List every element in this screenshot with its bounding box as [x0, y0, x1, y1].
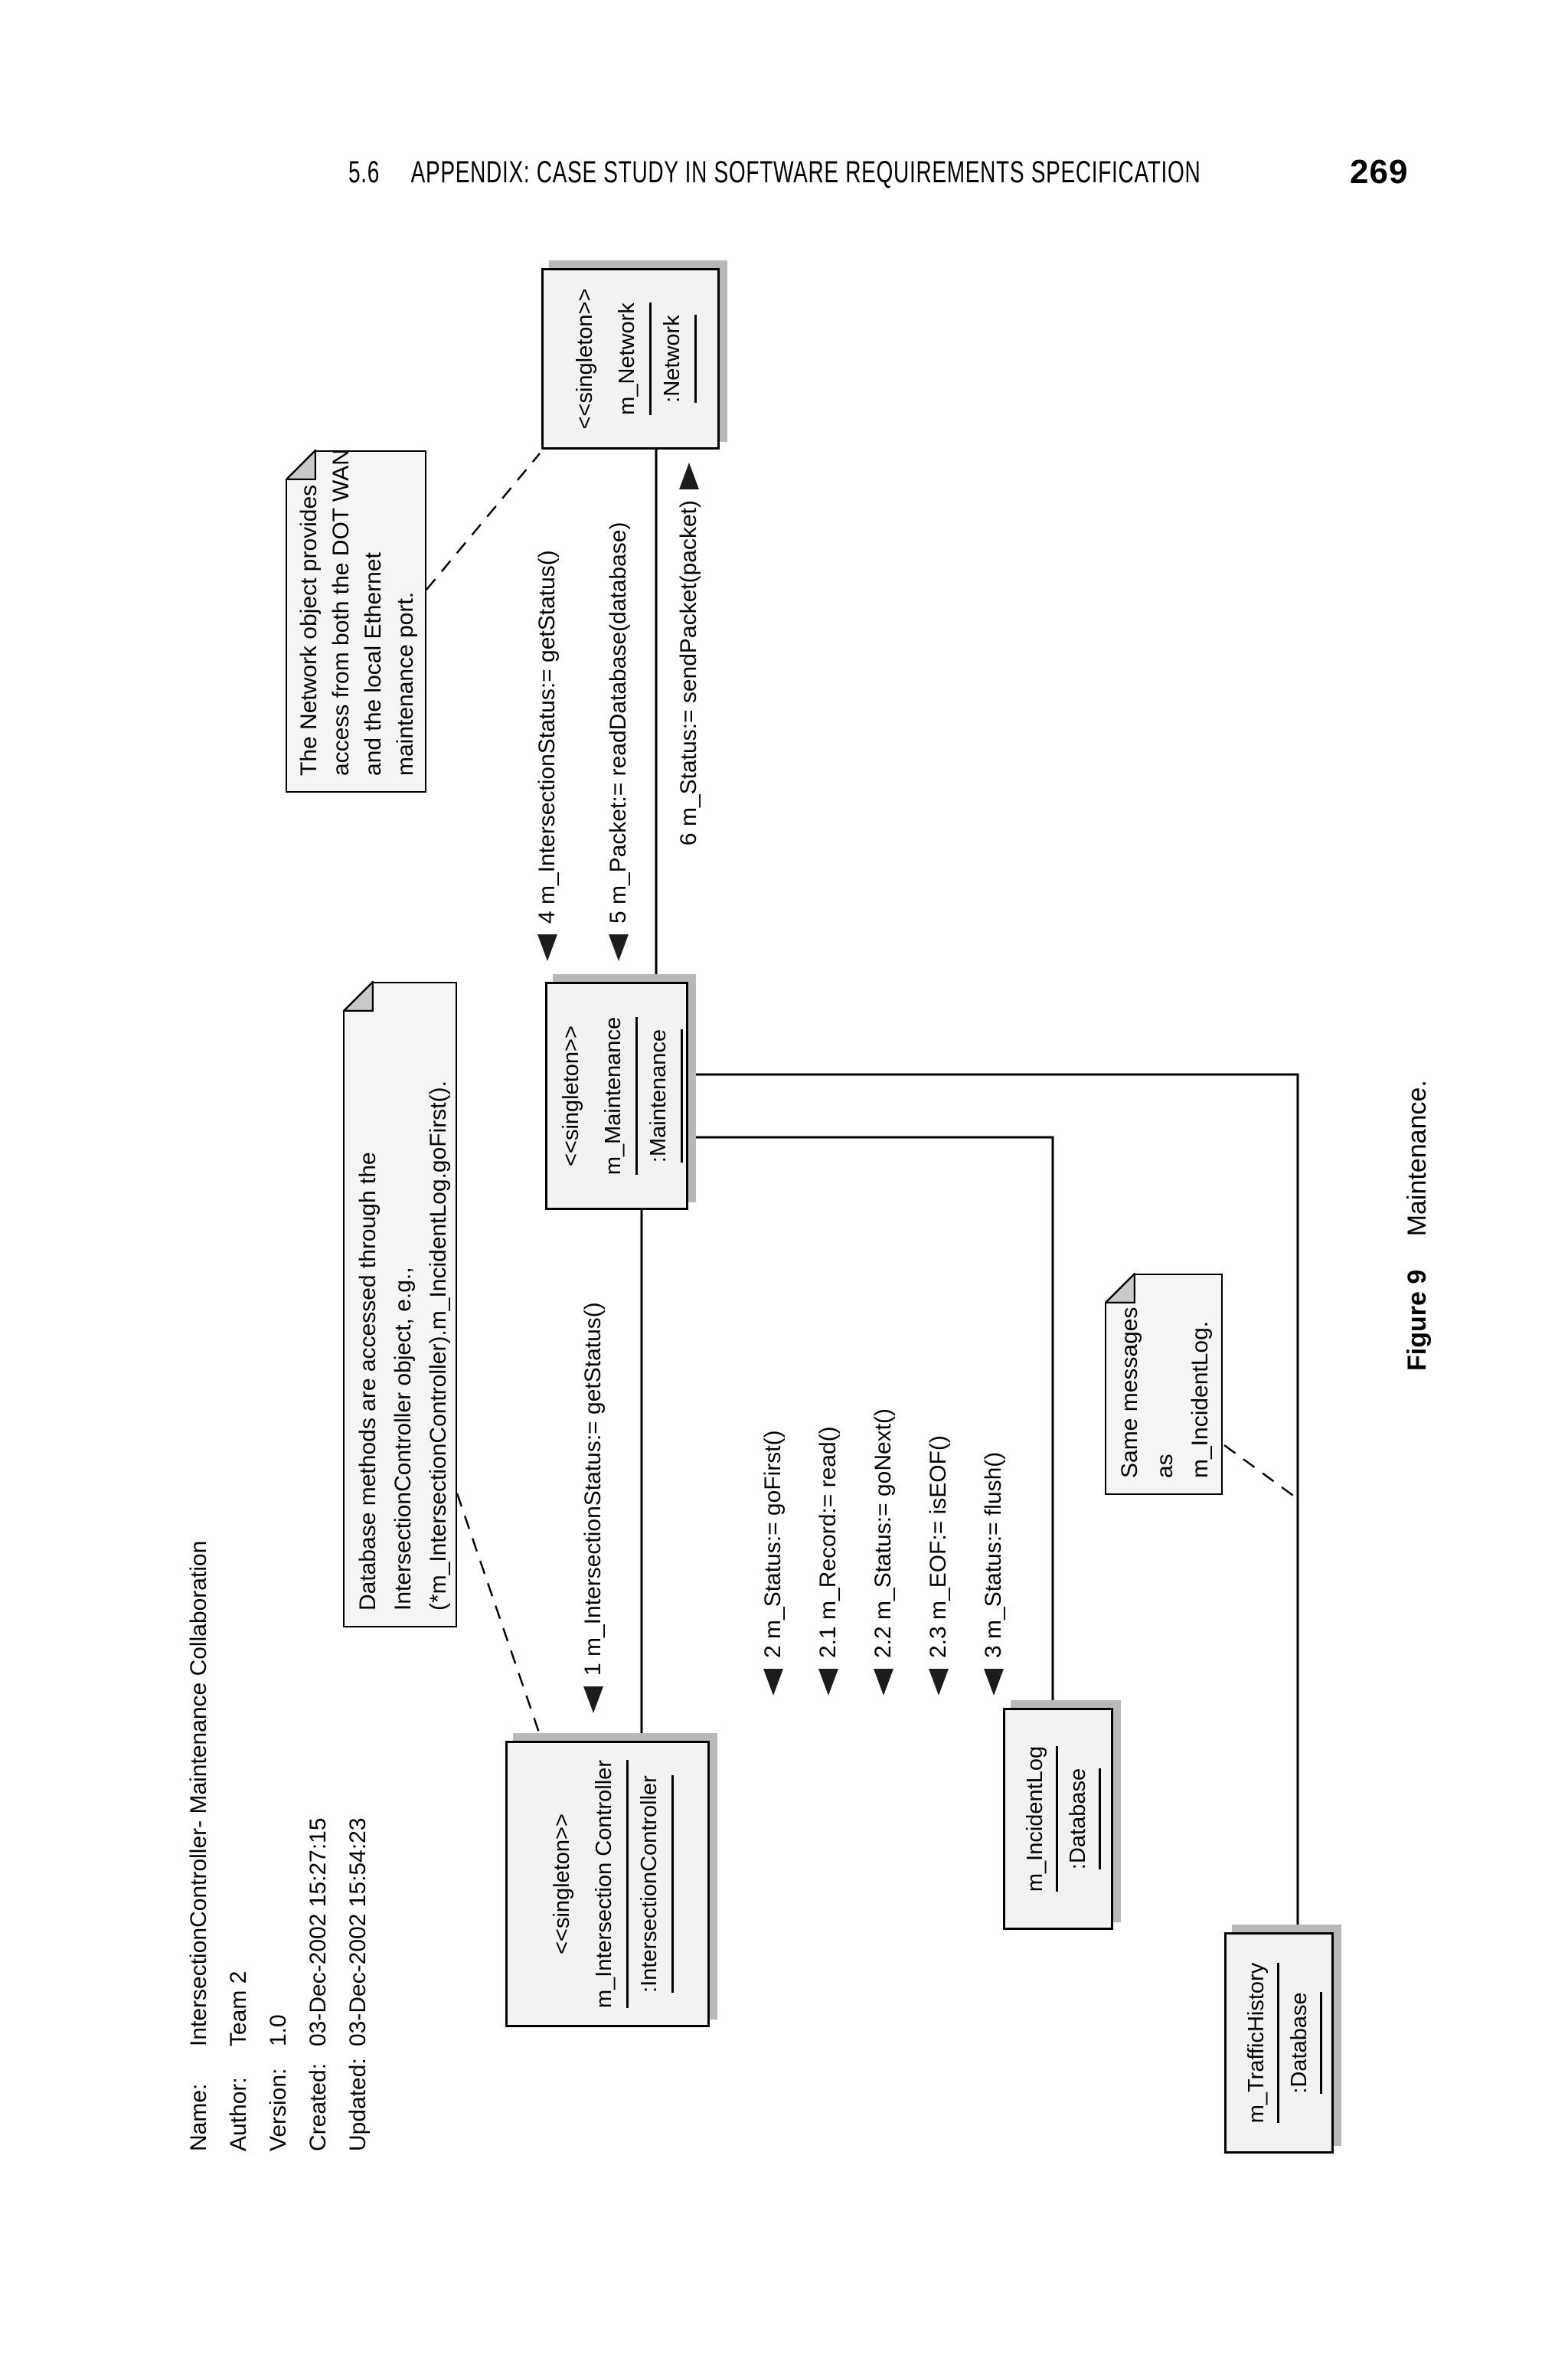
note-network-line: maintenance port. — [393, 591, 418, 776]
traffichistory-type: :Database — [1279, 1992, 1322, 2094]
message-4-text: 4 m_IntersectionStatus:= getStatus() — [534, 550, 560, 924]
message-1-text: 1 m_IntersectionStatus:= getStatus() — [580, 1302, 606, 1676]
figure-caption-label: Figure 9 — [1403, 1269, 1432, 1371]
arrow-left-icon — [763, 1669, 783, 1696]
arrow-left-icon — [609, 934, 629, 961]
message-2-1-text: 2.1 m_Record:= read() — [815, 1426, 841, 1658]
maintenance-type: :Maintenance — [638, 1029, 683, 1163]
controller-stereotype: <<singleton>> — [550, 1814, 574, 1954]
link-maintenance-traffichistory — [688, 1073, 1299, 1932]
message-2-1: 2.1 m_Record:= read() — [813, 1426, 844, 1696]
network-stereotype: <<singleton>> — [573, 288, 597, 430]
note-network: The Network object provides access from … — [285, 449, 426, 793]
arrow-left-icon — [818, 1669, 838, 1696]
message-2-3-text: 2.3 m_EOF:= isEOF() — [926, 1435, 951, 1658]
note-same-line: Same messages — [1117, 1307, 1142, 1478]
section-title: APPENDIX: CASE STUDY IN SOFTWARE REQUIRE… — [410, 155, 1201, 189]
info-label: Name: — [186, 2083, 211, 2151]
object-network: <<singleton>> m_Network :Network — [541, 268, 720, 450]
note-anchor-traffichistory — [1223, 1444, 1296, 1499]
info-value: IntersectionController- Maintenance Coll… — [186, 1540, 211, 2046]
note-anchor-controller — [456, 1493, 542, 1738]
info-value: 1.0 — [266, 2014, 291, 2046]
message-2-text: 2 m_Status:= goFirst() — [760, 1430, 786, 1658]
page-header: 5.6 APPENDIX: CASE STUDY IN SOFTWARE REQ… — [348, 148, 1200, 197]
incidentlog-name: m_IncidentLog — [1015, 1745, 1058, 1892]
maintenance-stereotype: <<singleton>> — [559, 1025, 583, 1166]
arrow-left-icon — [874, 1669, 893, 1696]
diagram-info-block: Name: IntersectionController- Maintenanc… — [179, 1541, 378, 2151]
message-3-text: 3 m_Status:= flush() — [981, 1451, 1006, 1658]
object-traffic-history: m_TrafficHistory :Database — [1224, 1932, 1334, 2154]
message-1: 1 m_IntersectionStatus:= getStatus() — [578, 1302, 609, 1713]
note-same-messages: Same messages as m_IncidentLog. — [1104, 1273, 1223, 1495]
note-fold-icon — [1104, 1273, 1135, 1304]
message-6: 6 m_Status:= sendPacket(packet) — [674, 463, 704, 845]
note-network-line: access from both the DOT WAN — [328, 449, 354, 776]
info-label: Updated: — [345, 2058, 371, 2151]
incidentlog-type: :Database — [1058, 1768, 1101, 1870]
arrow-left-icon — [537, 934, 557, 961]
note-fold-icon — [285, 450, 316, 481]
note-same-line: as — [1152, 1454, 1178, 1478]
note-db-line: IntersectionController object, e.g., — [390, 1267, 416, 1611]
note-anchor-network — [426, 453, 541, 590]
message-5: 5 m_Packet:= readDatabase(database) — [603, 522, 634, 961]
info-label: Created: — [305, 2062, 331, 2151]
note-db-line: (*m_IntersectionController).m_IncidentLo… — [426, 1081, 451, 1611]
controller-type: :IntersectionController — [629, 1775, 674, 1993]
info-value: 03-Dec-2002 15:54:23 — [345, 1817, 371, 2046]
controller-name: m_Intersection Controller — [583, 1760, 629, 2008]
maintenance-name: m_Maintenance — [593, 1016, 638, 1176]
figure-caption-text: Maintenance. — [1403, 1080, 1432, 1237]
message-6-text: 6 m_Status:= sendPacket(packet) — [676, 500, 701, 846]
arrow-left-icon — [984, 1669, 1004, 1696]
info-label: Author: — [226, 2077, 251, 2151]
message-5-text: 5 m_Packet:= readDatabase(database) — [606, 522, 631, 924]
message-2-2: 2.2 m_Status:= goNext() — [868, 1408, 899, 1696]
object-intersection-controller: <<singleton>> m_Intersection Controller … — [505, 1741, 710, 2027]
info-label: Version: — [266, 2068, 291, 2151]
section-number: 5.6 — [348, 155, 381, 189]
message-3: 3 m_Status:= flush() — [978, 1452, 1009, 1696]
message-2: 2 m_Status:= goFirst() — [758, 1430, 789, 1696]
info-value: Team 2 — [226, 1971, 251, 2046]
note-network-line: and the local Ethernet — [361, 552, 386, 776]
message-2-3: 2.3 m_EOF:= isEOF() — [923, 1435, 954, 1696]
traffichistory-name: m_TrafficHistory — [1236, 1962, 1279, 2124]
note-database-methods: Database methods are accessed through th… — [342, 981, 457, 1627]
note-db-line: Database methods are accessed through th… — [355, 1152, 381, 1611]
object-incident-log: m_IncidentLog :Database — [1003, 1708, 1113, 1930]
message-2-2-text: 2.2 m_Status:= goNext() — [871, 1408, 896, 1658]
page-number: 269 — [1350, 153, 1409, 191]
note-fold-icon — [342, 981, 374, 1012]
object-maintenance: <<singleton>> m_Maintenance :Maintenance — [545, 982, 688, 1210]
arrow-right-icon — [679, 463, 699, 489]
network-type: :Network — [652, 315, 697, 403]
network-name: m_Network — [606, 303, 652, 415]
arrow-left-icon — [583, 1686, 603, 1713]
link-maintenance-incidentlog — [688, 1136, 1054, 1708]
figure-caption: Figure 9 Maintenance. — [1403, 1080, 1432, 1371]
message-4: 4 m_IntersectionStatus:= getStatus() — [532, 550, 563, 961]
info-value: 03-Dec-2002 15:27:15 — [305, 1817, 331, 2046]
note-same-line: m_IncidentLog. — [1187, 1320, 1213, 1478]
note-network-line: The Network object provides — [296, 484, 322, 776]
arrow-left-icon — [929, 1669, 949, 1696]
